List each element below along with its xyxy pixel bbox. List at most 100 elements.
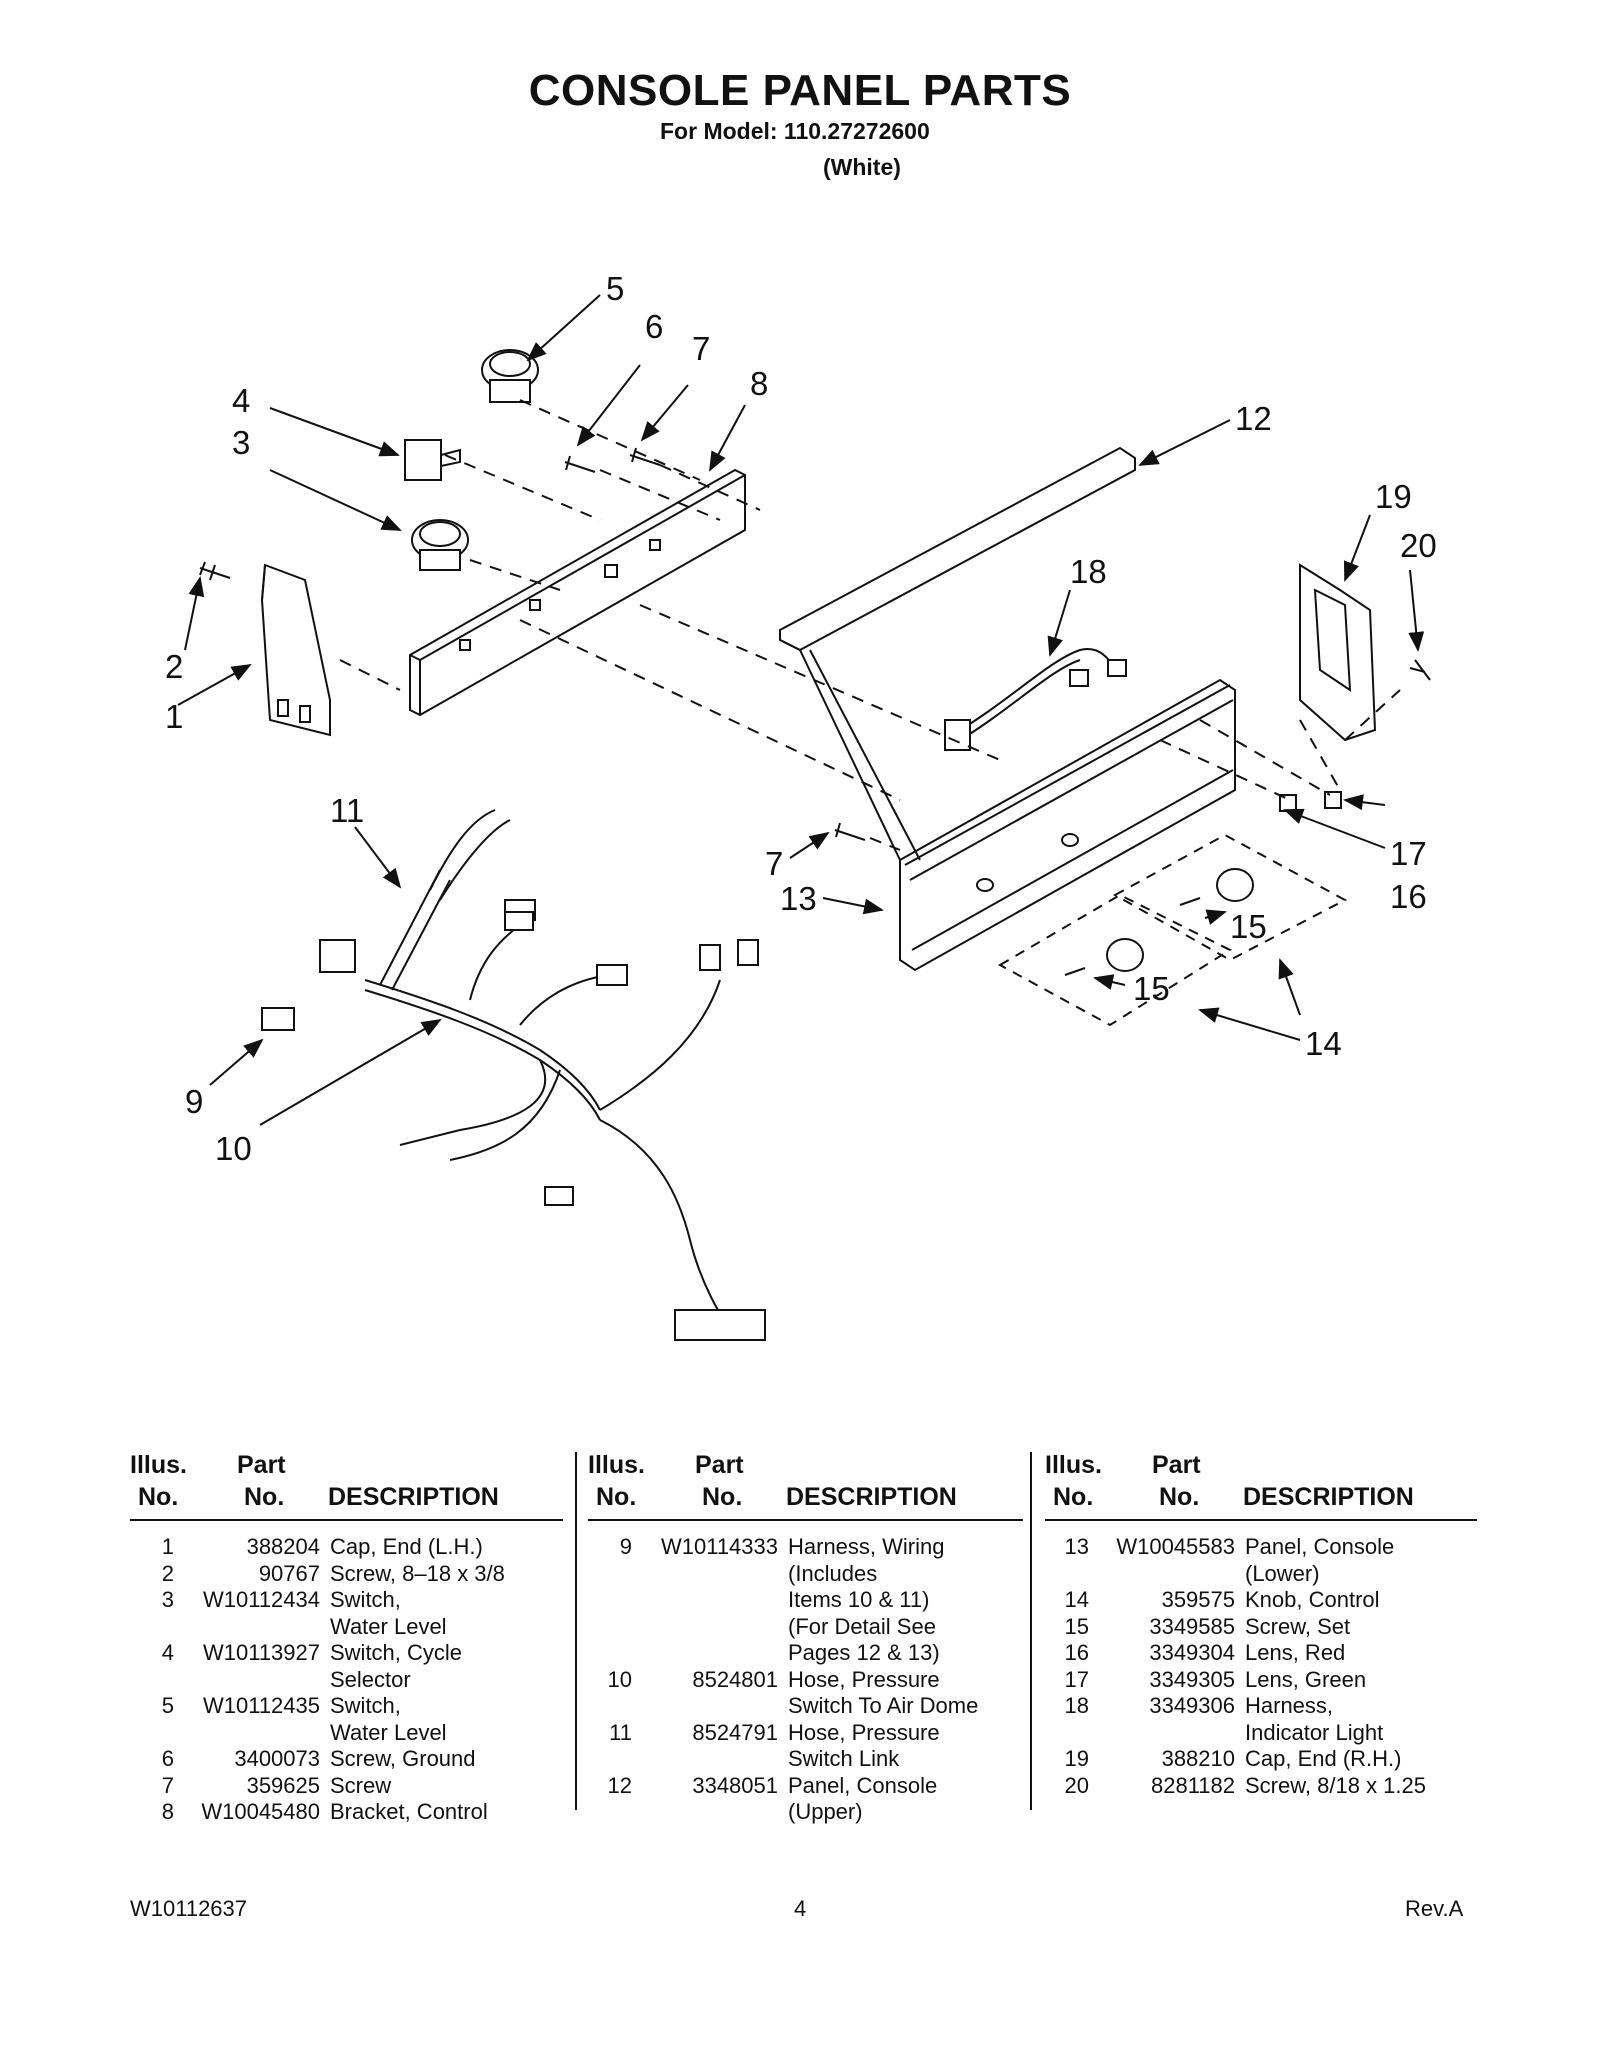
callout-12: 12: [1235, 400, 1272, 437]
cycle-selector-switch-shape: [404, 439, 461, 481]
illus-number: 15: [1064, 1613, 1089, 1639]
callout-11: 11: [330, 792, 364, 829]
lens-green-shape: [1324, 791, 1342, 809]
upper-console-panel-shape: [779, 446, 1136, 652]
callout-18: 18: [1070, 553, 1107, 590]
knob-upper-shape: [1216, 868, 1254, 902]
part-number: W10112435: [202, 1693, 320, 1718]
indicator-harness-shape: [944, 648, 1127, 751]
knob-lower-shape: [1106, 938, 1144, 972]
part-description: Panel, Console (Upper): [788, 1772, 938, 1825]
header-illus-no: No.: [1053, 1483, 1094, 1511]
callout-17: 17: [1390, 835, 1427, 872]
callout-9: 9: [185, 1083, 203, 1120]
callout-7-bottom: 7: [765, 845, 783, 882]
callout-15-upper: 15: [1230, 908, 1267, 945]
part-description: Harness, Indicator Light: [1245, 1693, 1384, 1745]
footer-page-number: 4: [794, 1896, 807, 1921]
callout-4: 4: [232, 382, 250, 419]
part-description: Bracket, Control: [330, 1799, 488, 1824]
part-number: 3349305: [1149, 1666, 1235, 1692]
table-row: 18 3349306 Harness, Indicator Light: [1045, 1693, 1477, 1746]
control-bracket-shape: [409, 468, 746, 717]
table-row: 5 W10112435 Switch, Water Level: [130, 1693, 563, 1746]
part-number: 8281182: [1150, 1772, 1235, 1798]
part-description: Screw, 8/18 x 1.25: [1245, 1772, 1426, 1798]
illus-number: 13: [1064, 1534, 1089, 1559]
part-number: 388204: [246, 1534, 320, 1559]
header-illus: Illus.: [588, 1451, 645, 1479]
set-screw-lower-shape: [1064, 967, 1086, 976]
part-description: Switch, Water Level: [330, 1693, 447, 1745]
header-part: Part: [1152, 1451, 1201, 1479]
callout-15-lower: 15: [1133, 970, 1170, 1007]
part-number: W10112434: [202, 1587, 320, 1612]
callout-1: 1: [165, 698, 183, 735]
part-number: 3349306: [1149, 1693, 1235, 1718]
part-description: Screw, 8–18 x 3/8: [330, 1560, 505, 1586]
part-description: Screw, Ground: [330, 1746, 476, 1771]
part-description: Hose, Pressure Switch Link: [788, 1719, 940, 1772]
footer-doc-number: W10112637: [130, 1896, 248, 1921]
part-number: 3400073: [234, 1746, 320, 1771]
callout-7-top: 7: [692, 330, 710, 367]
illus-number: 19: [1064, 1746, 1089, 1771]
part-description: Lens, Red: [1245, 1640, 1346, 1665]
header-illus-no: No.: [138, 1483, 179, 1511]
screw-7-bottom-shape: [834, 822, 866, 841]
part-description: Panel, Console (Lower): [1245, 1534, 1395, 1586]
callout-3: 3: [232, 424, 250, 461]
right-end-cap-shape: [1299, 563, 1377, 742]
part-number: 90767: [258, 1560, 320, 1586]
illus-number: 3: [161, 1587, 174, 1612]
illus-number: 8: [161, 1799, 174, 1824]
header-illus-no: No.: [596, 1483, 637, 1511]
table-row: 10 8524801 Hose, Pressure Switch To Air Do…: [588, 1667, 1023, 1720]
part-number: 8524801: [692, 1666, 778, 1692]
water-level-switch-5-shape: [481, 349, 539, 403]
screw-2-shape: [199, 561, 231, 581]
illus-number: 18: [1064, 1693, 1089, 1718]
footer-revision: Rev.A: [1405, 1896, 1464, 1921]
illus-number: 5: [161, 1693, 174, 1718]
part-description: Harness, Wiring (Includes Items 10 & 11)…: [788, 1534, 945, 1665]
callout-19: 19: [1375, 478, 1412, 515]
header-illus: Illus.: [1045, 1451, 1102, 1479]
set-screw-upper-shape: [1179, 897, 1201, 906]
header-description: DESCRIPTION: [1243, 1483, 1414, 1511]
header-rule: [130, 1519, 563, 1521]
callout-5: 5: [606, 270, 624, 307]
part-description: Knob, Control: [1245, 1587, 1380, 1612]
model-line: For Model: 110.27272600: [660, 118, 930, 144]
color-line: (White): [823, 154, 901, 180]
header-part-no: No.: [702, 1483, 743, 1511]
part-description: Hose, Pressure Switch To Air Dome: [788, 1666, 979, 1719]
illus-number: 16: [1064, 1640, 1089, 1665]
part-description: Screw, Set: [1245, 1613, 1351, 1639]
callout-6: 6: [645, 308, 663, 345]
illus-number: 11: [609, 1719, 632, 1745]
screw-6-shape: [564, 455, 596, 473]
callout-2: 2: [165, 648, 183, 685]
wiring-harness-shape: [261, 809, 766, 1341]
part-number: 3348051: [692, 1772, 778, 1798]
illus-number: 10: [607, 1666, 632, 1692]
header-rule: [588, 1519, 1023, 1521]
callout-8: 8: [750, 365, 768, 402]
illus-number: 4: [161, 1640, 174, 1665]
